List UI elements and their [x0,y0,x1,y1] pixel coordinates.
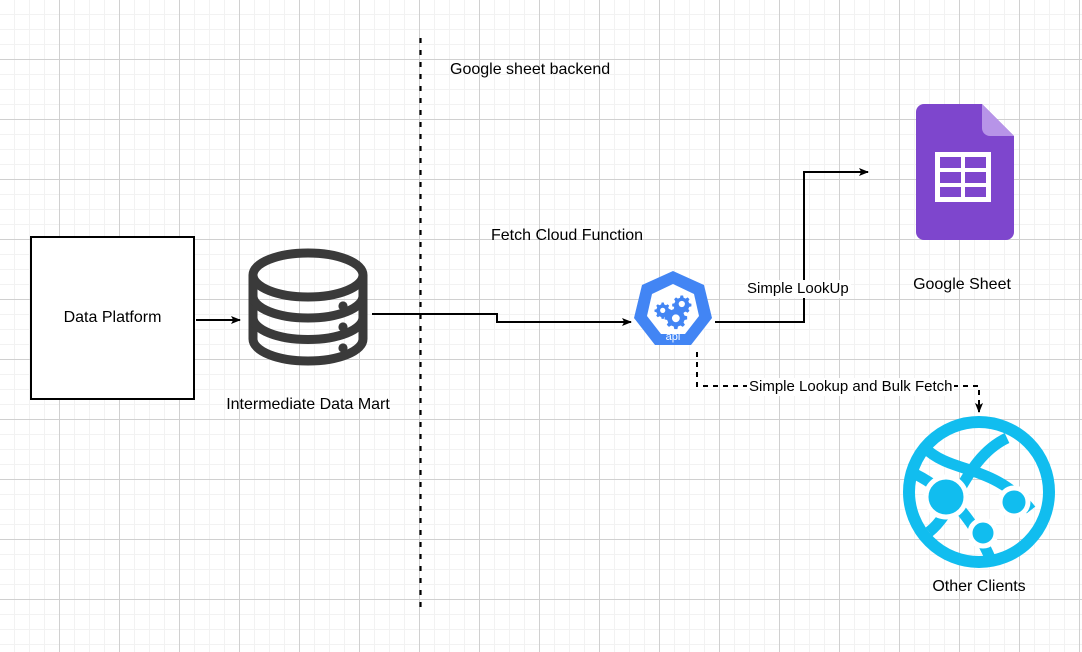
edge-label-simple-lookup-and-bulk-fetch: Simple Lookup and Bulk Fetch [747,378,955,396]
node-other-clients[interactable] [899,414,1059,570]
cloud-function-api-icon: api [634,271,712,345]
node-google-sheet-label: Google Sheet [913,276,1011,293]
edge-mart-to-function [372,313,632,326]
cloud-function-inner-label: api [666,331,681,343]
node-other-clients-label: Other Clients [932,578,1026,595]
edge-label-simple-lookup: Simple LookUp [745,280,851,298]
node-data-platform[interactable]: Data Platform [30,236,195,400]
globe-network-icon [903,416,1055,568]
node-intermediate-data-mart-label: Intermediate Data Mart [226,396,390,413]
google-sheets-icon [916,104,1014,240]
node-intermediate-data-mart[interactable] [245,248,371,366]
node-data-platform-label: Data Platform [63,309,162,326]
edge-function-to-sheet [715,168,869,323]
node-fetch-cloud-function[interactable]: api [631,270,715,354]
node-fetch-cloud-function-label: Fetch Cloud Function [491,227,644,244]
node-google-sheet[interactable] [910,104,1014,240]
annotation-google-sheet-backend: Google sheet backend [450,61,611,78]
database-icon [248,248,368,366]
